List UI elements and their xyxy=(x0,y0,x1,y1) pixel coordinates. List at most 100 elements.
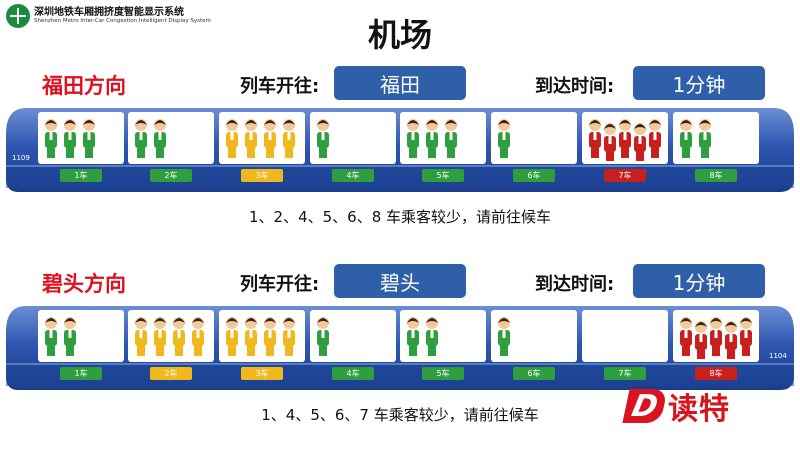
passenger-figure-icon xyxy=(725,321,737,359)
passenger-figure-icon xyxy=(589,119,601,158)
car-window xyxy=(38,310,124,362)
car-window xyxy=(400,310,486,362)
car-window xyxy=(38,112,124,164)
brand-text: 深圳地铁车厢拥挤度智能显示系统 Shenzhen Metro Inter-Car… xyxy=(34,7,211,24)
car-number-badge: 2车 xyxy=(150,367,192,380)
train-number: 1109 xyxy=(12,154,30,162)
car-number-badge: 6车 xyxy=(513,367,555,380)
car-window xyxy=(673,310,759,362)
passenger-figure-icon xyxy=(264,119,276,158)
passenger-figure-icon xyxy=(154,317,166,356)
car-number-badge: 6车 xyxy=(513,169,555,182)
passenger-figure-icon xyxy=(445,119,457,158)
passenger-figure-icon xyxy=(699,119,711,158)
passengers-icon xyxy=(589,119,661,161)
passengers-icon xyxy=(498,119,510,158)
arrival-time-value: 1分钟 xyxy=(633,66,765,100)
passenger-figure-icon xyxy=(135,119,147,158)
passengers-icon xyxy=(407,119,457,158)
car-window xyxy=(582,112,668,164)
car-number-badge: 8车 xyxy=(695,367,737,380)
passenger-figure-icon xyxy=(226,119,238,158)
passengers-icon xyxy=(317,317,329,356)
car-window xyxy=(128,310,214,362)
watermark-text: 读特 xyxy=(668,392,730,427)
car-window xyxy=(491,112,577,164)
passenger-figure-icon xyxy=(45,119,57,158)
watermark-logo: D 读特 xyxy=(622,384,730,428)
passenger-figure-icon xyxy=(64,119,76,158)
passenger-figure-icon xyxy=(64,317,76,356)
boarding-notice: 1、4、5、6、7 车乘客较少，请前往候车 xyxy=(261,406,539,424)
station-title: 机场 xyxy=(367,16,432,54)
brand: 深圳地铁车厢拥挤度智能显示系统 Shenzhen Metro Inter-Car… xyxy=(6,4,211,28)
destination-value: 福田 xyxy=(334,66,466,100)
passengers-icon xyxy=(135,317,204,356)
car-window xyxy=(491,310,577,362)
passenger-figure-icon xyxy=(498,119,510,158)
passenger-figure-icon xyxy=(649,119,661,158)
car-number-badge: 7车 xyxy=(604,367,646,380)
arrival-time-label: 到达时间: xyxy=(535,274,615,295)
passengers-icon xyxy=(317,119,329,158)
car-number-badge: 5车 xyxy=(422,367,464,380)
car-window xyxy=(673,112,759,164)
arrival-time-value: 1分钟 xyxy=(633,264,765,298)
car-window xyxy=(219,310,305,362)
passengers-icon xyxy=(135,119,166,158)
car-window xyxy=(219,112,305,164)
passengers-icon xyxy=(680,317,752,359)
car-number-badge: 8车 xyxy=(695,169,737,182)
passenger-figure-icon xyxy=(245,119,257,158)
arrival-time-label: 到达时间: xyxy=(535,76,615,97)
car-number-badge: 2车 xyxy=(150,169,192,182)
passenger-figure-icon xyxy=(45,317,57,356)
passengers-icon xyxy=(226,119,295,158)
passenger-figure-icon xyxy=(426,119,438,158)
passenger-figure-icon xyxy=(498,317,510,356)
train-number: 1104 xyxy=(769,352,787,360)
passenger-figure-icon xyxy=(426,317,438,356)
passenger-figure-icon xyxy=(245,317,257,356)
passenger-figure-icon xyxy=(604,123,616,161)
brand-name-cn: 深圳地铁车厢拥挤度智能显示系统 xyxy=(34,7,184,19)
passenger-figure-icon xyxy=(680,317,692,356)
passenger-figure-icon xyxy=(695,321,707,359)
car-window xyxy=(128,112,214,164)
direction-label: 福田方向 xyxy=(42,74,126,98)
passengers-icon xyxy=(498,317,510,356)
car-number-badge: 4车 xyxy=(332,169,374,182)
passenger-figure-icon xyxy=(135,317,147,356)
passenger-figure-icon xyxy=(173,317,185,356)
passenger-figure-icon xyxy=(317,119,329,158)
passenger-figure-icon xyxy=(680,119,692,158)
passenger-figure-icon xyxy=(740,317,752,356)
passenger-figure-icon xyxy=(407,317,419,356)
passenger-figure-icon xyxy=(283,119,295,158)
car-number-badge: 1车 xyxy=(60,367,102,380)
passenger-figure-icon xyxy=(192,317,204,356)
car-window xyxy=(582,310,668,362)
passengers-icon xyxy=(680,119,711,158)
destination-value: 碧头 xyxy=(334,264,466,298)
car-number-badge: 3车 xyxy=(241,367,283,380)
direction-label: 碧头方向 xyxy=(42,272,126,296)
passenger-figure-icon xyxy=(634,123,646,161)
passenger-figure-icon xyxy=(317,317,329,356)
car-number-badge: 3车 xyxy=(241,169,283,182)
passengers-icon xyxy=(45,317,76,356)
car-window xyxy=(310,112,396,164)
car-window xyxy=(400,112,486,164)
passenger-figure-icon xyxy=(619,119,631,158)
passengers-icon xyxy=(45,119,95,158)
brand-name-en: Shenzhen Metro Inter-Car Congestion Inte… xyxy=(34,18,211,25)
passenger-figure-icon xyxy=(83,119,95,158)
car-number-badge: 1车 xyxy=(60,169,102,182)
car-window xyxy=(310,310,396,362)
passengers-icon xyxy=(226,317,295,356)
passenger-figure-icon xyxy=(264,317,276,356)
